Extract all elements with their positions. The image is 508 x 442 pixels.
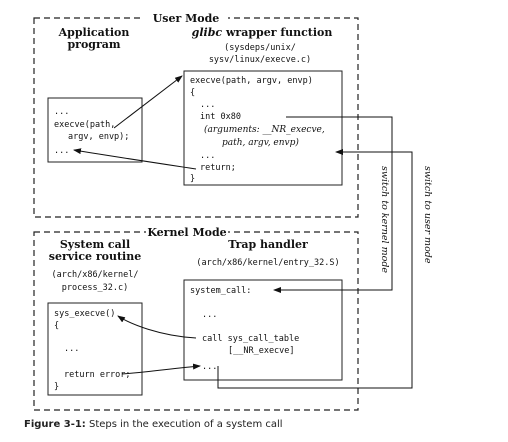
figure-caption-text: Steps in the execution of a system call — [85, 419, 283, 430]
glibc-code-int80: int 0x80 — [200, 112, 241, 122]
arrow-trap-to-service — [117, 315, 197, 339]
glibc-code-arguments-line2: path, argv, envp) — [222, 137, 299, 148]
service-code-close-brace: } — [54, 382, 59, 392]
kernel-mode-region: Kernel Mode System call service routine … — [33, 224, 359, 411]
arrow-switch-to-kernel — [273, 116, 393, 293]
glibc-code-arguments: (arguments: __NR_execve, — [204, 124, 325, 135]
service-title-line2: service routine — [49, 250, 141, 263]
service-code-dots: ... — [64, 344, 79, 354]
trap-code-call-index: [__NR_execve] — [228, 346, 295, 356]
trap-code-call: call sys_call_table — [202, 334, 299, 344]
switch-to-kernel-label: switch to kernel mode — [379, 166, 390, 273]
user-mode-region: User Mode Application program ... execve… — [33, 10, 359, 218]
arrow-service-return-to-trap — [121, 363, 201, 375]
kernel-mode-label: Kernel Mode — [147, 226, 226, 239]
glibc-code-signature: execve(path, argv, envp) — [190, 76, 313, 86]
arrow-app-to-glibc — [113, 75, 183, 129]
trap-title: Trap handler — [228, 238, 308, 251]
service-code-signature: sys_execve() — [54, 309, 115, 319]
application-code-dots-top: ... — [54, 107, 69, 117]
figure-caption: Figure 3-1: Steps in the execution of a … — [24, 419, 283, 430]
trap-code-label: system_call: — [190, 286, 251, 296]
service-title-line1: System call — [60, 238, 130, 251]
glibc-code-dots-bottom: ... — [200, 151, 215, 161]
glibc-code-open-brace: { — [190, 88, 195, 98]
trap-code-dots-bottom: ... — [202, 362, 217, 372]
trap-code-box — [183, 279, 343, 381]
service-code-box — [47, 302, 143, 396]
service-code-return: return error; — [64, 370, 131, 380]
application-code-box — [47, 97, 143, 163]
application-code-args: argv, envp); — [68, 132, 129, 142]
glibc-title: glibc wrapper function — [192, 26, 333, 39]
service-path-line2: process_32.c) — [62, 283, 129, 293]
application-title-line2: program — [67, 38, 120, 51]
arrow-switch-to-user — [217, 149, 413, 389]
figure-number: Figure 3-1: — [24, 419, 86, 430]
glibc-path-line1: (sysdeps/unix/ — [224, 43, 296, 53]
application-code-execve: execve(path, — [54, 120, 115, 130]
service-code-open-brace: { — [54, 321, 59, 331]
arrow-glibc-return-to-app — [73, 148, 197, 170]
glibc-code-box — [183, 70, 343, 186]
glibc-code-dots-top: ... — [200, 100, 215, 110]
glibc-code-return: return; — [200, 163, 236, 173]
user-mode-label: User Mode — [153, 12, 220, 25]
kernel-mode-label-bg — [146, 224, 228, 240]
glibc-path-line2: sysv/linux/execve.c) — [209, 55, 311, 65]
trap-code-dots-top: ... — [202, 310, 217, 320]
glibc-code-close-brace: } — [190, 174, 195, 184]
flow-arrows — [73, 75, 413, 389]
user-mode-label-bg — [144, 10, 228, 26]
service-path-line1: (arch/x86/kernel/ — [52, 270, 139, 280]
trap-path: (arch/x86/kernel/entry_32.S) — [196, 258, 339, 268]
application-title-line1: Application — [58, 26, 130, 39]
switch-to-user-label: switch to user mode — [422, 166, 433, 264]
application-code-dots-bottom: ... — [54, 146, 69, 156]
